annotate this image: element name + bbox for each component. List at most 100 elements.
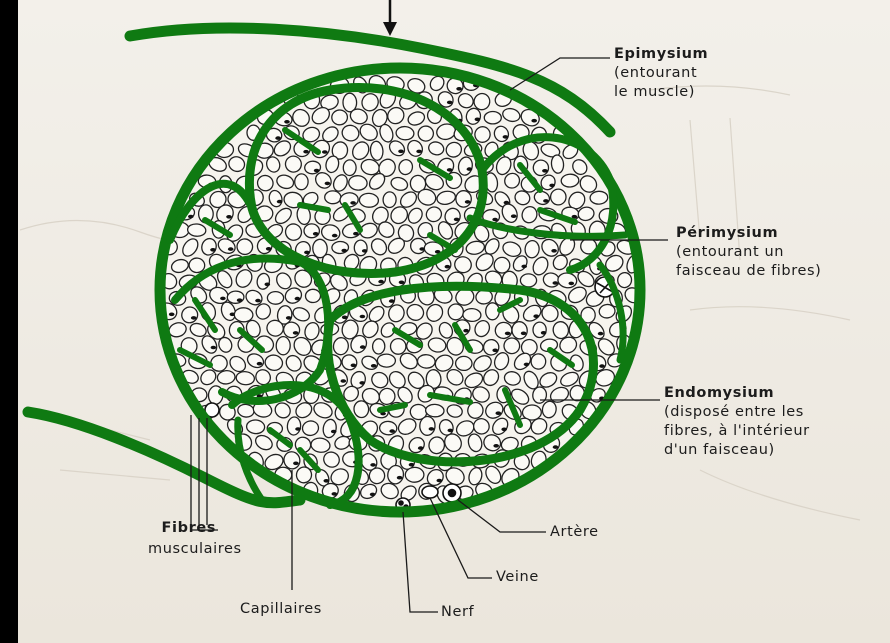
fiber-nucleus bbox=[524, 363, 530, 367]
muscle-fiber-cell bbox=[379, 421, 397, 436]
fiber-nucleus bbox=[475, 118, 481, 122]
muscle-fiber-cell bbox=[533, 322, 547, 338]
label-veine: Veine bbox=[496, 568, 539, 587]
fiber-nucleus bbox=[531, 119, 537, 123]
muscle-fiber-cell bbox=[417, 354, 435, 369]
muscle-fiber-cell bbox=[354, 240, 367, 256]
fiber-nucleus bbox=[295, 297, 301, 301]
muscle-fiber-cell bbox=[531, 353, 547, 369]
fiber-nucleus bbox=[492, 349, 498, 353]
fiber-nucleus bbox=[303, 150, 309, 154]
fiber-nucleus bbox=[266, 247, 272, 251]
fiber-nucleus bbox=[463, 329, 469, 333]
label-capillaires: Capillaires bbox=[240, 600, 322, 619]
muscle-fiber-cell bbox=[419, 416, 435, 435]
fiber-nucleus bbox=[409, 463, 415, 467]
fiber-nucleus bbox=[371, 364, 377, 368]
muscle-fiber-cell bbox=[390, 338, 406, 354]
fiber-nucleus bbox=[505, 332, 511, 336]
muscle-fiber-cell bbox=[494, 257, 510, 273]
muscle-fiber-cell bbox=[353, 400, 369, 418]
muscle-fiber-cell bbox=[294, 174, 308, 190]
perimysium-title: Périmysium bbox=[676, 224, 821, 243]
fiber-nucleus bbox=[351, 364, 357, 368]
fiber-nucleus bbox=[370, 493, 376, 497]
label-artere: Artère bbox=[550, 523, 599, 542]
fiber-nucleus bbox=[445, 265, 451, 269]
muscle-fiber-cell bbox=[305, 289, 321, 303]
fiber-nucleus bbox=[543, 199, 549, 203]
muscle-fiber-cell bbox=[405, 467, 424, 482]
endomysium-desc-1: (disposé entre les bbox=[664, 403, 810, 422]
muscle-fiber-cell bbox=[383, 192, 397, 208]
vein-lumen bbox=[422, 486, 438, 498]
fiber-nucleus bbox=[551, 249, 557, 253]
fiber-nucleus bbox=[332, 234, 338, 238]
muscle-fiber-cell bbox=[276, 336, 290, 354]
fiber-nucleus bbox=[237, 298, 243, 302]
fiber-nucleus bbox=[493, 444, 499, 448]
fiber-nucleus bbox=[533, 314, 539, 318]
muscle-fiber-cell bbox=[359, 193, 379, 208]
fiber-nucleus bbox=[284, 120, 290, 124]
fiber-nucleus bbox=[429, 427, 435, 431]
fiber-nucleus bbox=[542, 169, 548, 173]
fiber-nucleus bbox=[465, 200, 471, 204]
fiber-nucleus bbox=[447, 168, 453, 172]
fiber-nucleus bbox=[188, 215, 194, 219]
fiber-nucleus bbox=[456, 87, 462, 91]
fiber-nucleus bbox=[325, 182, 331, 186]
fiber-nucleus bbox=[293, 462, 299, 466]
muscle-fiber-cell bbox=[456, 191, 471, 207]
fibres-line-1: Fibres bbox=[138, 519, 224, 538]
fiber-nucleus bbox=[314, 169, 320, 173]
perimysium-desc-2: faisceau de fibres) bbox=[676, 262, 821, 281]
muscle-fiber-cell bbox=[372, 338, 385, 354]
fiber-nucleus bbox=[226, 215, 232, 219]
fiber-nucleus bbox=[521, 265, 527, 269]
fiber-nucleus bbox=[541, 331, 547, 335]
fiber-nucleus bbox=[322, 150, 328, 154]
fiber-nucleus bbox=[598, 332, 604, 336]
fiber-nucleus bbox=[255, 299, 261, 303]
fiber-nucleus bbox=[210, 248, 216, 252]
fiber-nucleus bbox=[437, 479, 443, 483]
muscle-fiber-cell bbox=[332, 241, 349, 254]
muscle-fiber-cell bbox=[227, 291, 244, 304]
fiber-nucleus bbox=[341, 249, 347, 253]
fibres-line-2: musculaires bbox=[148, 540, 242, 559]
fiber-nucleus bbox=[447, 101, 453, 105]
fiber-nucleus bbox=[169, 313, 175, 317]
muscle-fiber-cell bbox=[377, 354, 395, 367]
fiber-nucleus bbox=[360, 345, 366, 349]
epimysium-desc-2: le muscle) bbox=[614, 83, 708, 102]
fiber-nucleus bbox=[341, 379, 347, 383]
fiber-nucleus bbox=[389, 429, 395, 433]
label-nerf: Nerf bbox=[441, 603, 474, 622]
fiber-nucleus bbox=[228, 247, 234, 251]
muscle-fiber-cell bbox=[550, 189, 566, 206]
fiber-nucleus bbox=[257, 362, 263, 366]
epimysium-title: Epimysium bbox=[614, 45, 708, 64]
fiber-nucleus bbox=[496, 411, 502, 415]
label-perimysium: Périmysium (entourant un faisceau de fib… bbox=[676, 224, 821, 281]
fiber-nucleus bbox=[416, 150, 422, 154]
muscle-fiber-cell bbox=[448, 304, 463, 320]
fiber-nucleus bbox=[286, 316, 292, 320]
perimysium-desc-1: (entourant un bbox=[676, 243, 821, 262]
fiber-nucleus bbox=[454, 218, 460, 222]
epimysium-desc-1: (entourant bbox=[614, 64, 708, 83]
fiber-nucleus bbox=[448, 429, 454, 433]
endomysium-desc-3: d'un faisceau) bbox=[664, 441, 810, 460]
fiber-nucleus bbox=[350, 201, 356, 205]
fiber-nucleus bbox=[220, 297, 226, 301]
label-endomysium: Endomysium (disposé entre les fibres, à … bbox=[664, 384, 810, 460]
fiber-nucleus bbox=[342, 316, 348, 320]
fiber-nucleus bbox=[360, 315, 366, 319]
fiber-nucleus bbox=[553, 445, 559, 449]
fiber-nucleus bbox=[332, 492, 338, 496]
muscle-fiber-cell bbox=[304, 224, 320, 238]
fiber-nucleus bbox=[521, 332, 527, 336]
fiber-nucleus bbox=[353, 232, 359, 236]
